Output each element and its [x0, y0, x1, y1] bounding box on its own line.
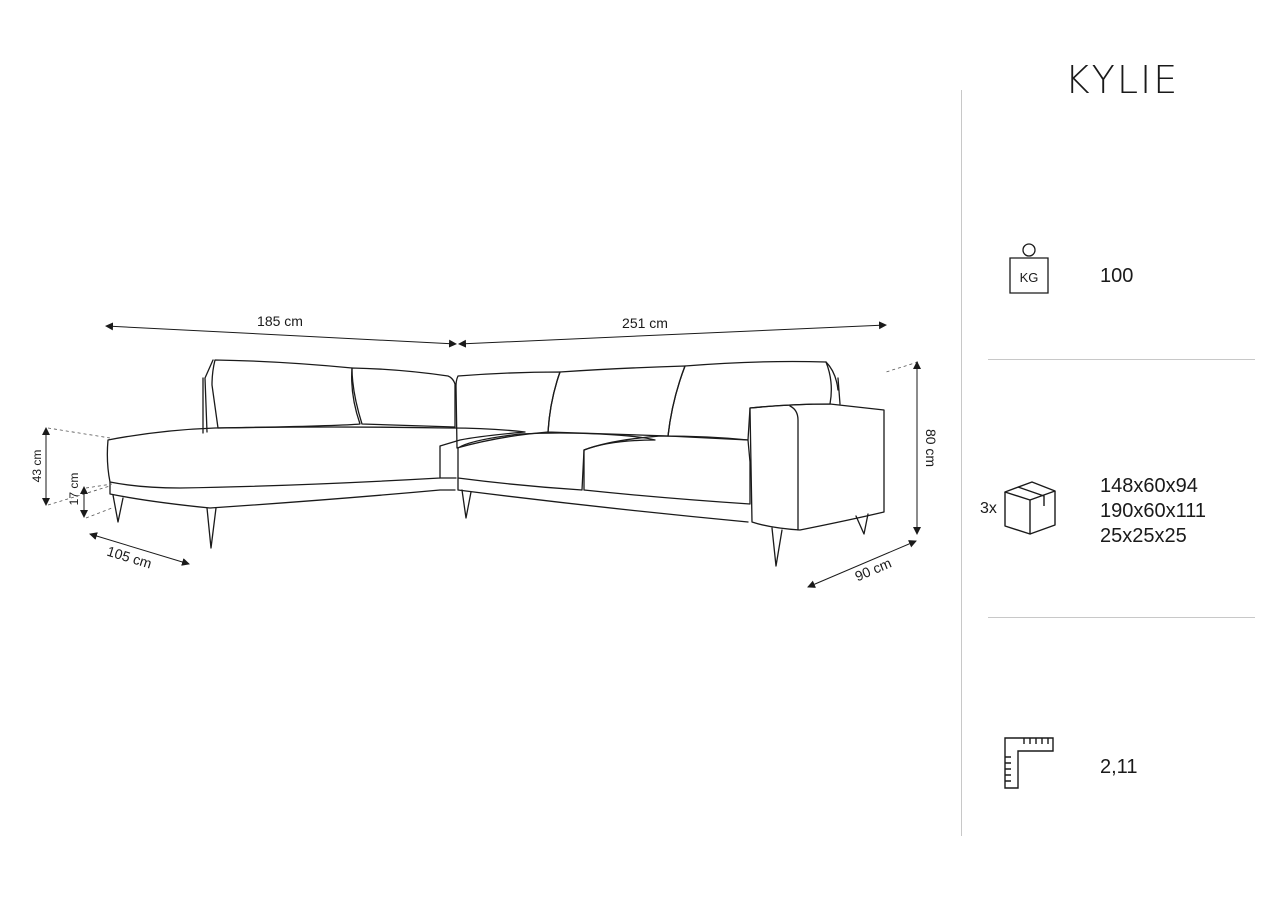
weight-icon-label: KG: [1020, 270, 1039, 285]
package-size-1: 148x60x94: [1100, 475, 1198, 497]
sofa-outline: [106, 359, 885, 567]
depth-chaise-label: 105 cm: [105, 543, 154, 572]
divider-vertical: [961, 90, 962, 836]
height-total-label: 80 cm: [923, 429, 939, 467]
area-value: 2,11: [1100, 756, 1138, 778]
seat-height-label: 43 cm: [30, 450, 44, 483]
dimension-guides: [47, 361, 919, 519]
width-right-arrow: [458, 321, 887, 348]
dimension-arrows: [42, 321, 921, 588]
product-title: KYLIE: [1064, 58, 1180, 102]
width-left-arrow: [105, 322, 457, 348]
weight-kg-icon: [1009, 243, 1049, 294]
ruler-angle-icon: [1004, 737, 1054, 789]
depth-chaise-arrow: [89, 532, 190, 566]
package-box-icon: [1004, 481, 1056, 535]
weight-value: 100: [1100, 265, 1134, 287]
width-left-label: 185 cm: [257, 313, 303, 329]
leg-height-label: 17 cm: [67, 473, 81, 506]
divider-horizontal-2: [988, 617, 1255, 618]
divider-horizontal-1: [988, 359, 1255, 360]
package-size-3: 25x25x25: [1100, 525, 1187, 547]
depth-seat-arrow: [807, 540, 917, 588]
width-right-label: 251 cm: [622, 315, 668, 331]
package-size-2: 190x60x111: [1100, 500, 1207, 522]
package-count: 3x: [980, 500, 997, 517]
